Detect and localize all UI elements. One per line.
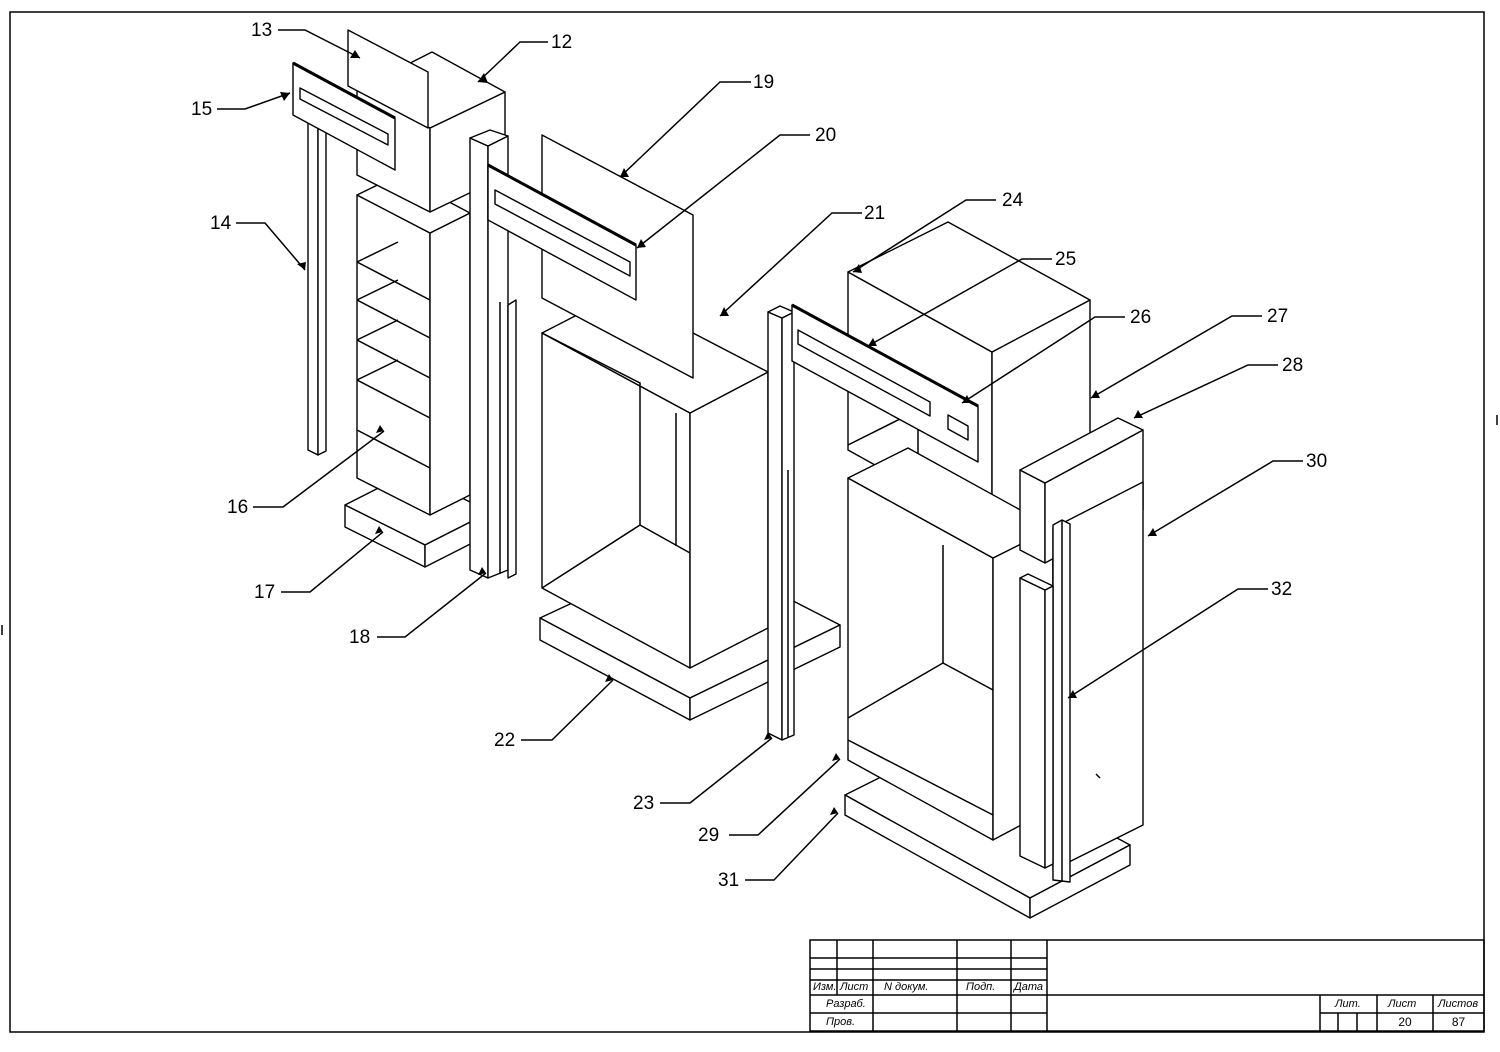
- tb-sheet-number: 20: [1398, 1015, 1412, 1029]
- callout-23: 23: [633, 793, 654, 814]
- callout-numbers: 12 13 14 15 16 17 18 19 20 21 22 23 24 25 26 27 28 29 30 31…: [191, 20, 1327, 891]
- callout-31: 31: [718, 870, 739, 891]
- callout-24: 24: [1002, 190, 1024, 211]
- tb-sheets-total-label: Листов: [1438, 998, 1479, 1010]
- callout-29: 29: [698, 825, 719, 846]
- tb-prov-label: Пров.: [826, 1016, 856, 1028]
- right-cabinet-unit: [791, 221, 1144, 919]
- callout-32: 32: [1271, 579, 1292, 600]
- leader-arrowheads: [280, 50, 1157, 815]
- tb-data-label: Дата: [1014, 981, 1044, 993]
- callout-14: 14: [210, 213, 232, 234]
- leader-lines: [217, 29, 1303, 881]
- callout-22: 22: [494, 730, 515, 751]
- tb-izm-label: Изм.: [813, 981, 837, 993]
- left-cabinet-unit: [292, 29, 517, 579]
- callout-20: 20: [815, 125, 836, 146]
- callout-21: 21: [864, 203, 885, 224]
- callout-26: 26: [1130, 307, 1151, 328]
- callout-17: 17: [254, 582, 275, 603]
- callout-30: 30: [1306, 451, 1327, 472]
- callout-28: 28: [1282, 355, 1303, 376]
- tb-razrab-label: Разраб.: [826, 998, 866, 1010]
- center-cabinet-unit: [487, 134, 841, 741]
- callout-18: 18: [349, 627, 370, 648]
- callout-25: 25: [1055, 249, 1076, 270]
- tb-list-label: Лист: [840, 981, 869, 993]
- title-block: [809, 939, 1485, 1032]
- callout-13: 13: [251, 20, 272, 41]
- tb-sheet-label: Лист: [1388, 998, 1417, 1010]
- tb-total-sheets: 87: [1451, 1015, 1466, 1029]
- tb-lit-label: Лит.: [1335, 998, 1361, 1010]
- callout-12: 12: [551, 32, 572, 53]
- tb-podp-label: Подп.: [966, 981, 996, 993]
- callout-15: 15: [191, 99, 212, 120]
- drawing-frame: [9, 11, 1485, 1033]
- callout-27: 27: [1267, 306, 1288, 327]
- callout-19: 19: [753, 72, 774, 93]
- tb-n-dokum-label: N докум.: [884, 981, 929, 993]
- callout-16: 16: [227, 497, 248, 518]
